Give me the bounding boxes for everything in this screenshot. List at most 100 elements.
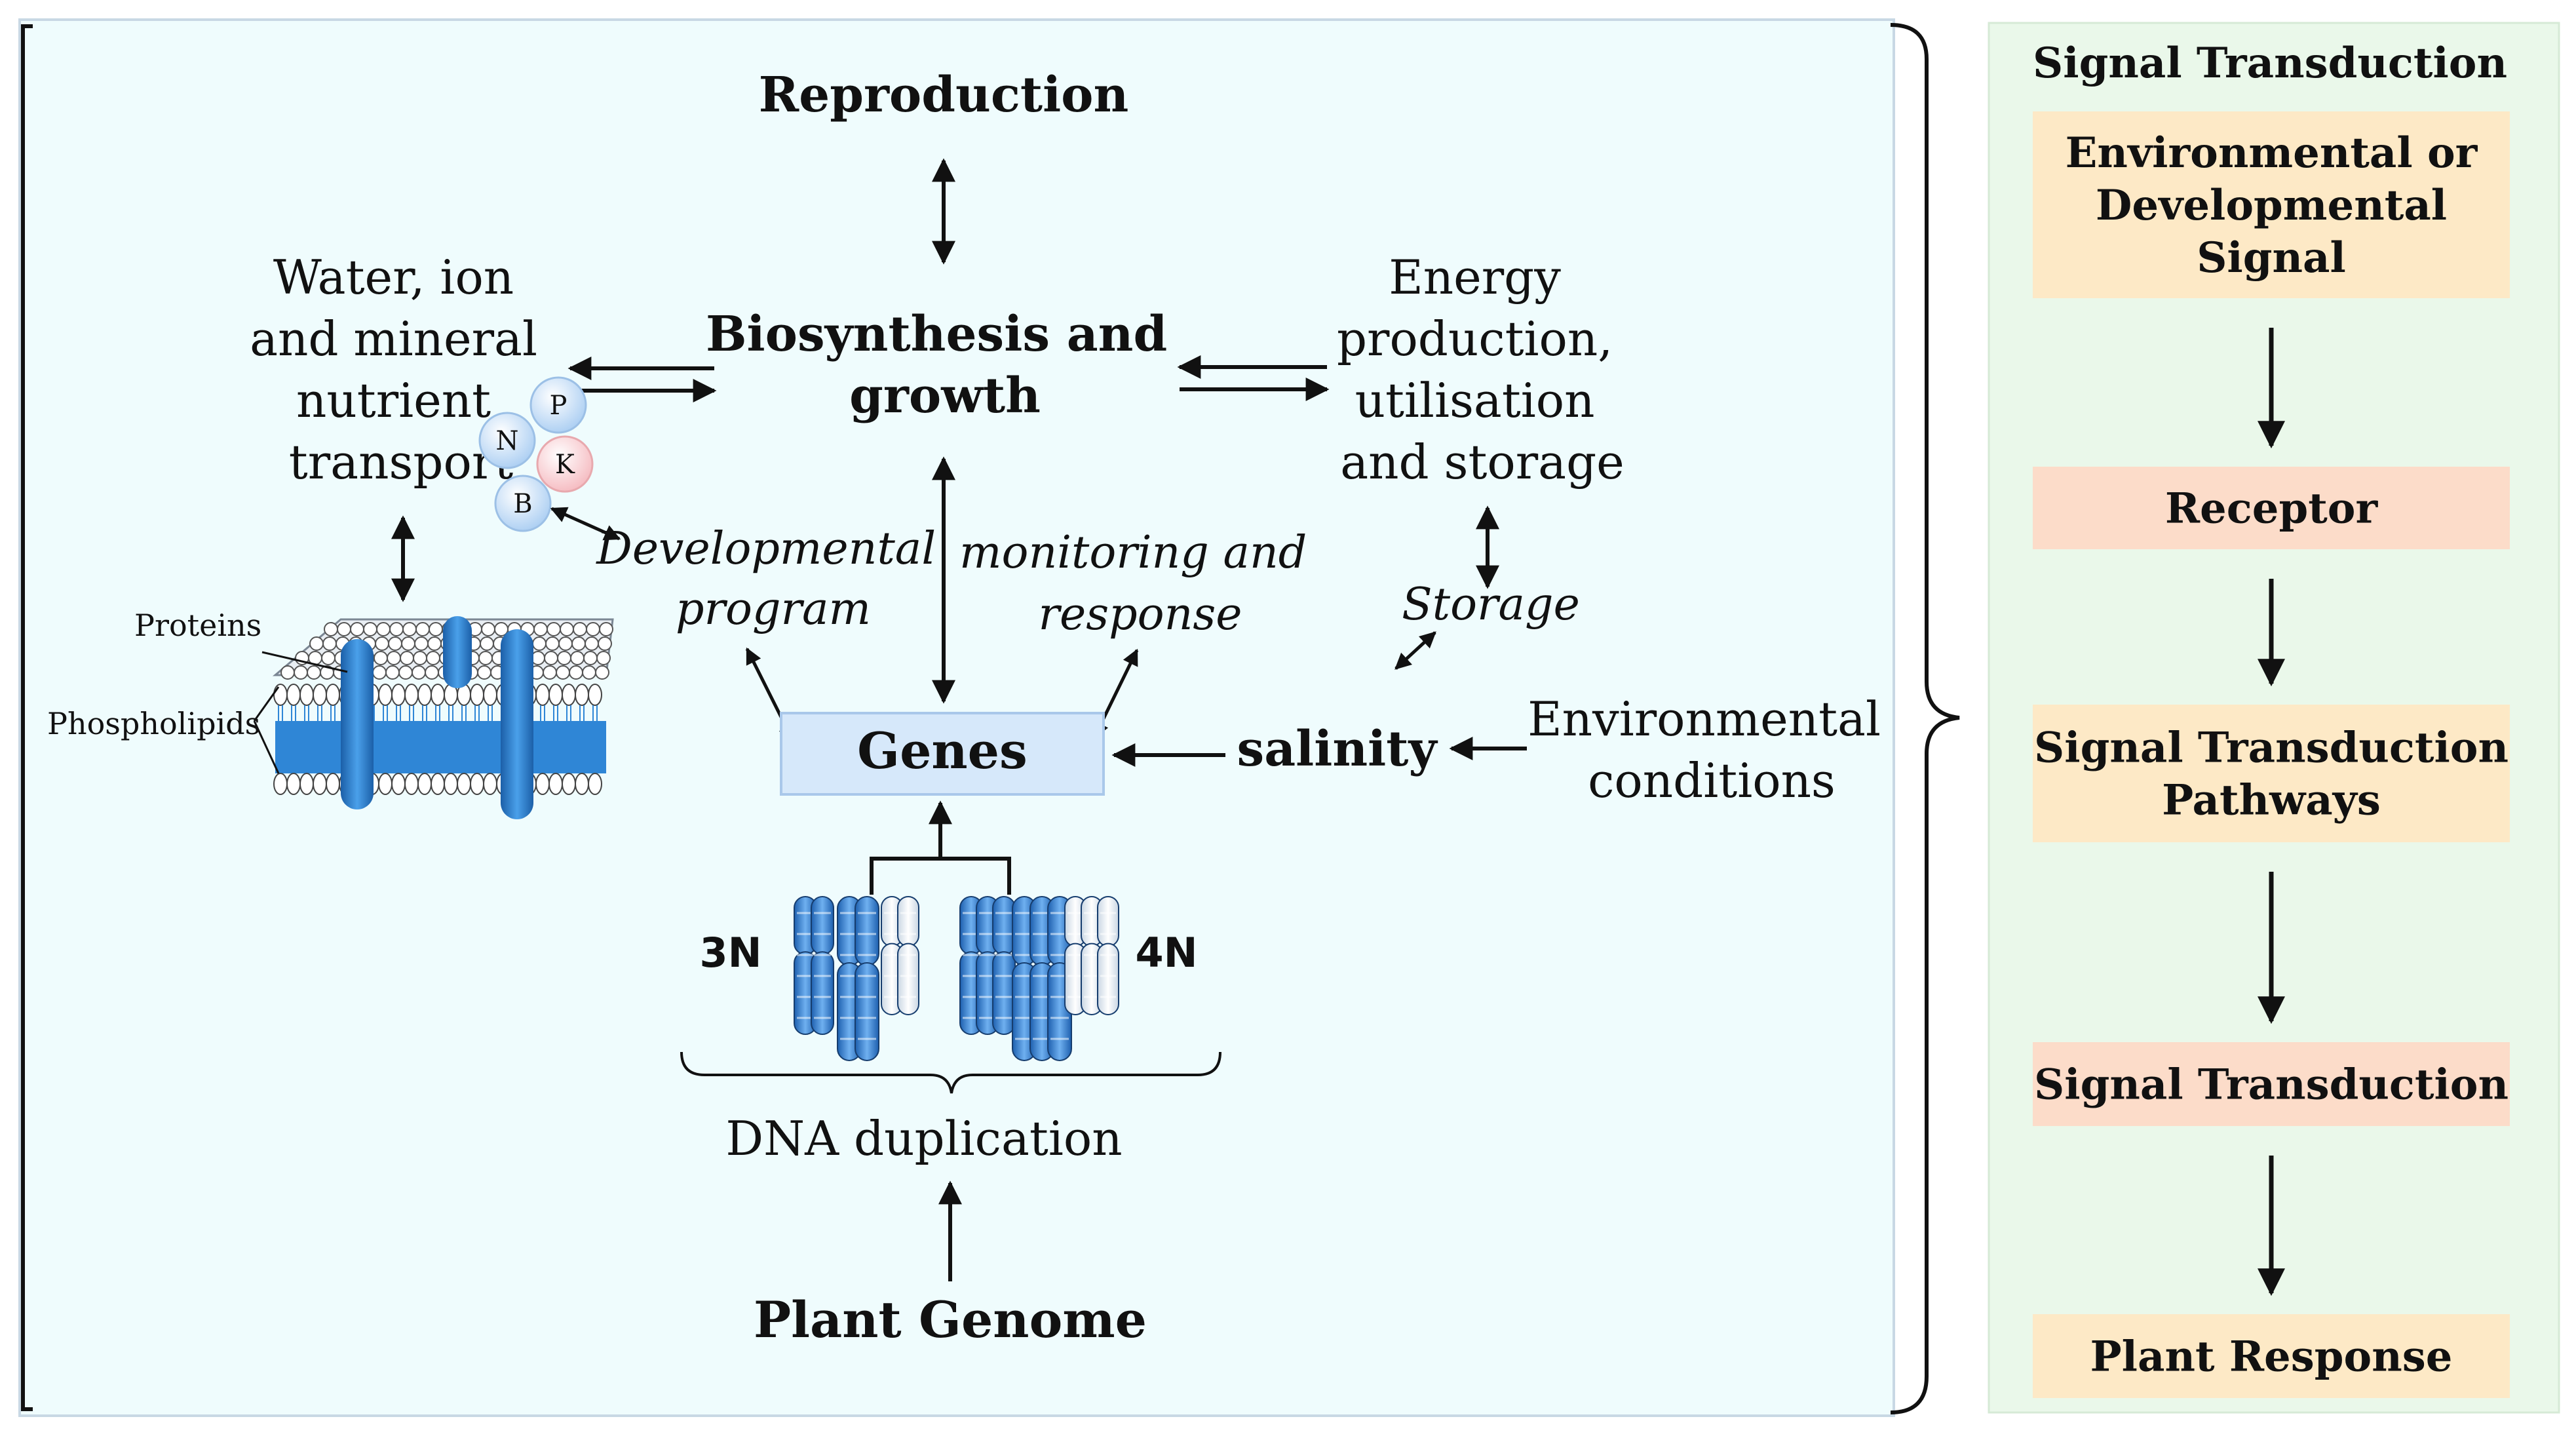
nutrient-n-ball [478, 412, 536, 469]
ploidy-4n-text: 4N [1135, 929, 1197, 977]
phospholipid-head [532, 636, 547, 651]
plant-genome-label: Plant Genome [754, 1291, 1147, 1349]
nutrient-p-label: P [550, 391, 567, 421]
phospholipid-head [470, 773, 484, 795]
phospholipid-head [562, 773, 576, 795]
phospholipid-head [582, 665, 596, 680]
genes-label: Genes [857, 722, 1028, 780]
phospholipid-head [480, 636, 494, 651]
energy-line-1: Energy [1389, 250, 1561, 305]
energy-label: Energy production, utilisation and stora… [1337, 250, 1628, 490]
signal-step-box-4 [2033, 1042, 2510, 1126]
phospholipid-head [307, 665, 321, 680]
phospholipid-head [457, 773, 471, 795]
phospholipid-head [533, 622, 548, 636]
water-transport-label: Water, ion and mineral nutrient transpor… [250, 250, 552, 490]
energy-line-3: utilisation [1355, 373, 1595, 428]
membrane-protein-1 [341, 639, 374, 809]
phospholipid-head [413, 651, 427, 665]
phospholipid-head [429, 622, 443, 636]
phospholipid-head [535, 684, 550, 706]
phospholipid-head [391, 684, 406, 706]
nutrient-cluster: P N K B [478, 376, 594, 532]
energy-line-2: production, [1337, 311, 1613, 366]
phospholipid-head [273, 684, 288, 706]
water-line-1: Water, ion [273, 250, 514, 305]
phospholipid-head [483, 773, 497, 795]
monitoring-label: monitoring and response [959, 527, 1321, 640]
phospholipid-head [321, 651, 336, 665]
phospholipid-head [389, 622, 404, 636]
phospholipid-head [478, 651, 493, 665]
phospholipid-head [560, 622, 574, 636]
phospholipid-head [595, 665, 609, 680]
phospholipid-head [401, 636, 415, 651]
signal-step-box-1 [2033, 111, 2510, 298]
energy-line-4: and storage [1340, 435, 1624, 490]
nutrient-developmental-arrow [550, 507, 621, 541]
phospholipid-head [556, 665, 570, 680]
phospholipid-head [426, 651, 440, 665]
phospholipid-head [431, 684, 445, 706]
phospholipid-head [575, 684, 589, 706]
phospholipid-head [387, 651, 401, 665]
phospholipid-head [415, 622, 430, 636]
phospholipid-head [363, 622, 377, 636]
reproduction-label: Reproduction [759, 67, 1129, 123]
chromosome-3n-white-2 [897, 896, 919, 1015]
phospholipid-head [586, 622, 600, 636]
membrane-core [275, 721, 606, 773]
phospholipid-head [398, 665, 413, 680]
phospholipid-head [326, 684, 340, 706]
phospholipid-head [417, 684, 432, 706]
phospholipid-head [322, 636, 337, 651]
phospholipid-head [573, 622, 587, 636]
phospholipid-head [376, 622, 391, 636]
phospholipid-head [425, 665, 439, 680]
phospholipid-head [313, 684, 327, 706]
storage-label: Storage [1402, 579, 1580, 631]
environmental-label: Environmental conditions [1528, 691, 1896, 808]
phospholipid-head [583, 651, 598, 665]
curly-brace [1890, 23, 1960, 1414]
phospholipid-head [470, 684, 484, 706]
chromosome-3n-blue-4 [855, 896, 879, 1061]
signal-step-box-3 [2033, 705, 2510, 842]
phospholipid-head [558, 636, 573, 651]
signal-step-4-line-1: Signal Transduction [2034, 1060, 2509, 1109]
storage-salinity-arrow [1394, 631, 1436, 670]
membrane-bottom-heads [273, 773, 602, 795]
phospholipid-head [374, 651, 388, 665]
phospholipids-pointer-2 [253, 720, 280, 774]
phospholipids-pointer-1 [253, 686, 280, 722]
dna-duplication-label: DNA duplication [725, 1111, 1122, 1166]
signal-step-2-line-1: Receptor [2165, 484, 2379, 533]
phospholipid-head [326, 773, 340, 795]
phospholipid-head [535, 773, 550, 795]
monitoring-line-1: monitoring and [959, 527, 1307, 579]
phospholipid-head [588, 684, 602, 706]
phospholipid-head [400, 651, 414, 665]
signal-steps: Environmental orDevelopmentalSignalRecep… [2033, 111, 2510, 1398]
water-line-4: transport [289, 435, 513, 490]
water-line-3: nutrient [296, 373, 491, 428]
phospholipid-head [273, 773, 288, 795]
developmental-program-label: Developmental program [595, 523, 950, 635]
signal-panel-title: Signal Transduction [2033, 39, 2507, 88]
signal-step-1-line-2: Developmental [2096, 181, 2447, 230]
phospholipid-head [286, 684, 301, 706]
phospholipid-head [562, 684, 576, 706]
salinity-label: salinity [1237, 721, 1438, 777]
phospholipid-head [417, 773, 432, 795]
phospholipid-head [309, 636, 324, 651]
phospholipid-head [372, 665, 387, 680]
phospholipid-head [598, 636, 612, 651]
phospholipid-head [402, 622, 417, 636]
cell-membrane-illustration: Proteins Phospholipids [47, 608, 614, 819]
phospholipid-head [375, 636, 389, 651]
duplication-brace [680, 1051, 1221, 1094]
nutrient-k-ball [536, 435, 594, 493]
phospholipid-head [548, 684, 563, 706]
phospholipid-head [404, 773, 419, 795]
